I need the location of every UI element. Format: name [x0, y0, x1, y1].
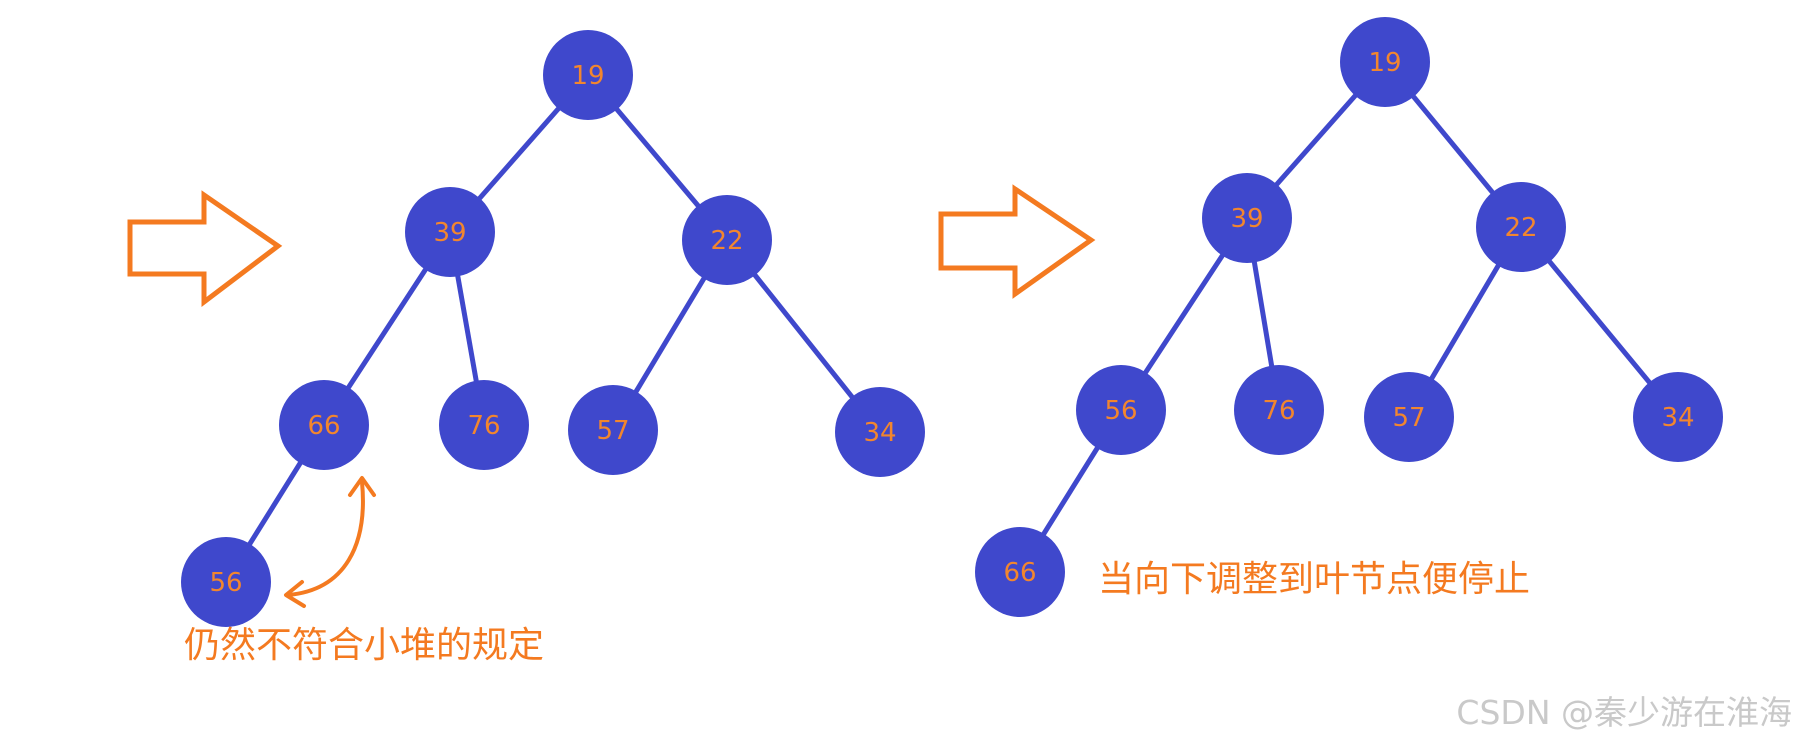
- node-circle: [405, 187, 495, 277]
- tree-edges: [223, 60, 1680, 584]
- node-label: 76: [467, 411, 500, 441]
- node-label: 22: [1504, 213, 1537, 243]
- node-R66: 66: [975, 527, 1065, 617]
- node-L57: 57: [568, 385, 658, 475]
- node-circle: [835, 387, 925, 477]
- node-circle: [1076, 365, 1166, 455]
- node-L39: 39: [405, 187, 495, 277]
- node-R57: 57: [1364, 372, 1454, 462]
- left-caption: 仍然不符合小堆的规定: [184, 625, 545, 666]
- left-arrow-icon: [127, 190, 283, 308]
- node-circle: [1234, 365, 1324, 455]
- node-R19: 19: [1340, 17, 1430, 107]
- node-circle: [1202, 173, 1292, 263]
- tree-nodes: 19 39 22 66 76 57 34 56 19 39 22 56 76 57 34 66: [181, 17, 1723, 627]
- swap-arrow-icon: [284, 476, 376, 608]
- node-label: 22: [710, 226, 743, 256]
- node-R56: 56: [1076, 365, 1166, 455]
- node-label: 19: [1368, 48, 1401, 78]
- node-L19: 19: [543, 30, 633, 120]
- right-arrow-icon: [938, 184, 1096, 299]
- node-label: 56: [1104, 396, 1137, 426]
- node-L56: 56: [181, 537, 271, 627]
- node-L34: 34: [835, 387, 925, 477]
- node-label: 34: [1661, 403, 1694, 433]
- node-label: 57: [1392, 403, 1425, 433]
- node-L66: 66: [279, 380, 369, 470]
- node-L76: 76: [439, 380, 529, 470]
- node-L22: 22: [682, 195, 772, 285]
- node-label: 39: [433, 218, 466, 248]
- node-circle: [1340, 17, 1430, 107]
- node-circle: [1476, 182, 1566, 272]
- node-label: 57: [596, 416, 629, 446]
- node-circle: [279, 380, 369, 470]
- node-circle: [568, 385, 658, 475]
- node-circle: [439, 380, 529, 470]
- node-R22: 22: [1476, 182, 1566, 272]
- node-label: 66: [307, 411, 340, 441]
- node-label: 34: [863, 418, 896, 448]
- node-circle: [1633, 372, 1723, 462]
- node-label: 39: [1230, 204, 1263, 234]
- node-circle: [543, 30, 633, 120]
- node-circle: [1364, 372, 1454, 462]
- node-label: 66: [1003, 558, 1036, 588]
- node-R76: 76: [1234, 365, 1324, 455]
- node-label: 76: [1262, 396, 1295, 426]
- node-label: 56: [209, 568, 242, 598]
- node-circle: [682, 195, 772, 285]
- node-label: 19: [571, 61, 604, 91]
- watermark: CSDN @秦少游在淮海: [1456, 693, 1792, 732]
- right-caption: 当向下调整到叶节点便停止: [1098, 559, 1531, 600]
- node-circle: [975, 527, 1065, 617]
- node-R39: 39: [1202, 173, 1292, 263]
- node-circle: [181, 537, 271, 627]
- node-R34: 34: [1633, 372, 1723, 462]
